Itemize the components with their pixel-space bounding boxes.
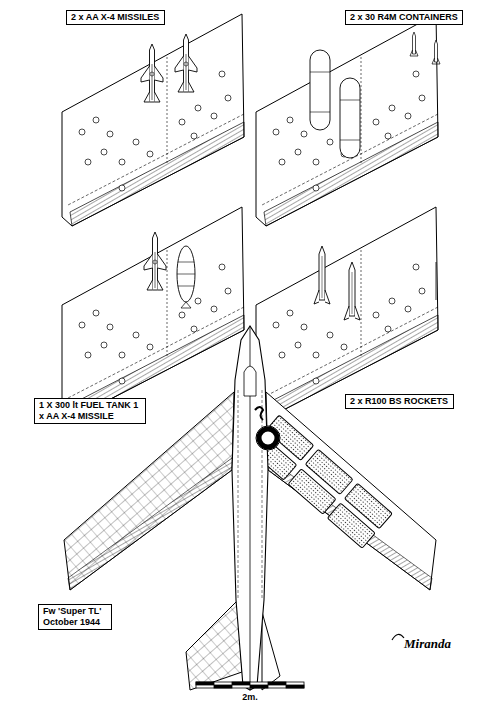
box-text: Fw 'Super TL' October 1944	[43, 606, 107, 628]
box-text: 1 X 300 lt FUEL TANK 1 x AA X-4 MISSILE	[39, 400, 141, 422]
scale-label: 2m.	[242, 692, 258, 702]
roundel-ring	[259, 429, 277, 447]
fuselage-marking	[255, 407, 263, 420]
box-text: 2 x AA X-4 MISSILES	[71, 12, 160, 23]
drawing-stroke	[268, 682, 286, 685]
label-box: 2 x AA X-4 MISSILES	[66, 10, 165, 25]
x4-missile	[141, 44, 163, 102]
drawing-stroke	[327, 503, 375, 548]
r100-rocket	[344, 262, 360, 320]
aircraft-planform	[64, 326, 436, 690]
left-flap	[68, 458, 232, 590]
r4m-container	[340, 78, 360, 158]
drawing-stroke	[214, 685, 232, 688]
box-text: 2 x R100 BS ROCKETS	[350, 396, 449, 407]
label-box: Fw 'Super TL' October 1944	[38, 604, 112, 630]
roundel	[256, 426, 280, 450]
tail-fin	[262, 612, 280, 690]
signature: Miranda	[404, 636, 451, 652]
wing-panel	[256, 207, 438, 419]
x4-missile	[144, 232, 166, 290]
tailplane	[186, 600, 242, 690]
box-text: 2 x 30 R4M CONTAINERS	[350, 12, 458, 23]
r4m-rocket	[410, 32, 418, 56]
r100-rocket-packs	[249, 415, 392, 548]
fuselage-panels	[238, 390, 262, 600]
fuel-tank	[177, 246, 195, 308]
drawing-stroke	[196, 682, 214, 685]
wing-panel	[62, 14, 244, 226]
x4-missile	[175, 34, 197, 92]
drawing-stroke	[250, 685, 268, 688]
label-box: 2 x R100 BS ROCKETS	[345, 394, 454, 409]
signature-flourish	[392, 634, 404, 640]
drawing-stroke	[196, 682, 304, 688]
drawing-stroke	[232, 682, 250, 685]
pitot-line	[436, 262, 437, 300]
wing-panel	[256, 14, 438, 226]
right-wing	[266, 392, 436, 590]
scale-bar	[196, 682, 304, 688]
fuselage	[232, 326, 268, 690]
r4m-rocket	[432, 40, 440, 64]
drawing-stroke	[286, 685, 304, 688]
r4m-container	[310, 50, 330, 130]
drawing-stroke	[288, 469, 336, 514]
cockpit	[244, 366, 256, 396]
label-box: 1 X 300 lt FUEL TANK 1 x AA X-4 MISSILE	[34, 398, 146, 424]
label-box: 2 x 30 R4M CONTAINERS	[345, 10, 463, 25]
r100-rocket	[314, 246, 330, 304]
wing-panel	[62, 207, 244, 419]
